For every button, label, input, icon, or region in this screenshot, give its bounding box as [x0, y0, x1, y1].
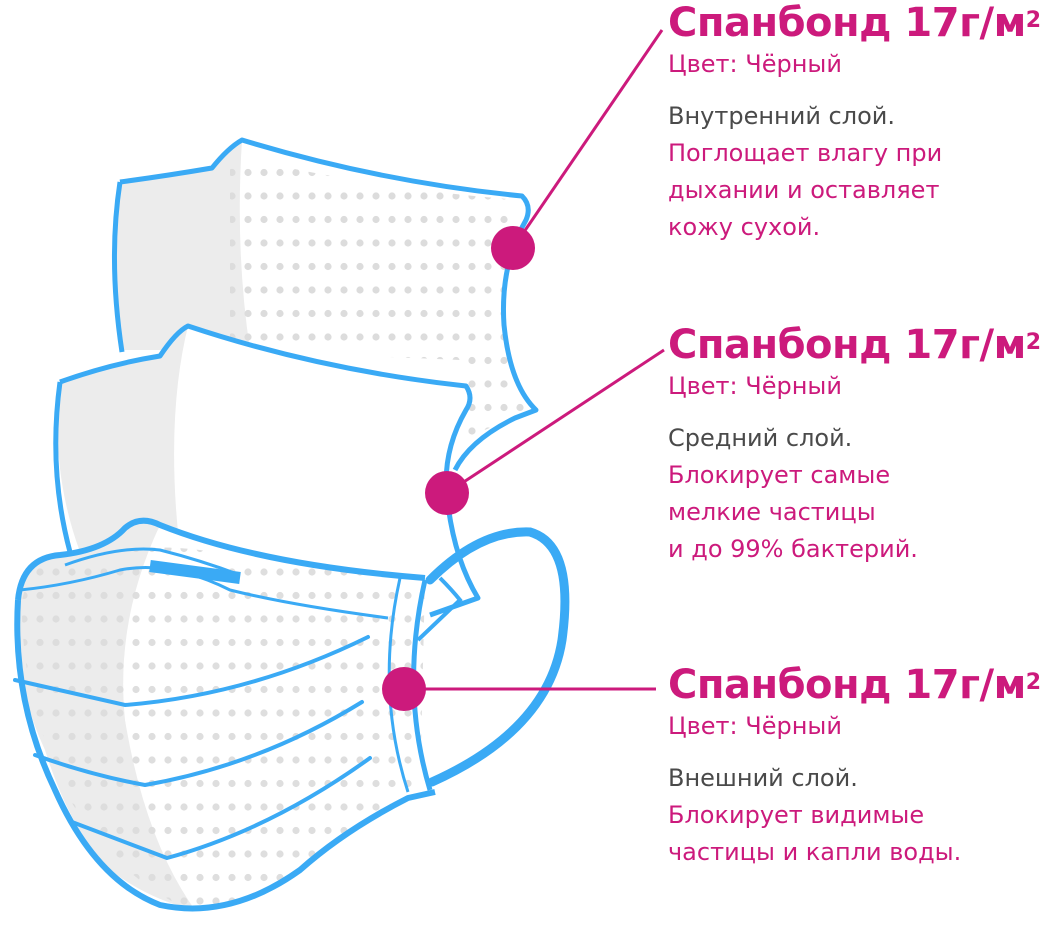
material-name: Спанбонд 17г/м — [668, 322, 1026, 368]
layer-desc-line: Блокирует видимые — [668, 801, 925, 829]
color-label: Цвет: Чёрный — [668, 372, 842, 400]
callout-outer — [382, 667, 656, 711]
layer-name: Внутренний слой. — [668, 102, 895, 130]
color-label: Цвет: Чёрный — [668, 712, 842, 740]
material-title: Спанбонд 17г/м2 — [668, 662, 1041, 708]
material-name: Спанбонд 17г/м — [668, 662, 1026, 708]
material-name: Спанбонд 17г/м — [668, 0, 1026, 46]
color-label: Цвет: Чёрный — [668, 50, 842, 78]
unit-superscript: 2 — [1025, 670, 1041, 695]
layer-desc-line: Блокирует самые — [668, 461, 891, 489]
layer-desc-line: частицы и капли воды. — [668, 838, 962, 866]
callout-middle — [425, 348, 665, 515]
callout-inner — [491, 29, 664, 270]
outer-layer-shape — [13, 517, 436, 912]
layer-name: Внешний слой. — [668, 764, 858, 792]
layer-desc-line: Поглощает влагу при — [668, 139, 943, 167]
inner-layer-shape — [111, 137, 539, 472]
material-title: Спанбонд 17г/м2 — [668, 0, 1041, 46]
layer-info-middle: Спанбонд 17г/м2 Цвет: Чёрный Средний сло… — [668, 322, 1041, 568]
unit-superscript: 2 — [1025, 8, 1041, 33]
layer-desc-line: и до 99% бактерий. — [668, 535, 918, 563]
layer-info-inner: Спанбонд 17г/м2 Цвет: Чёрный Внутренний … — [668, 0, 1041, 246]
material-title: Спанбонд 17г/м2 — [668, 322, 1041, 368]
layer-desc-line: кожу сухой. — [668, 213, 821, 241]
layer-desc-line: мелкие частицы — [668, 498, 876, 526]
unit-superscript: 2 — [1025, 330, 1041, 355]
layer-desc-line: дыхании и оставляет — [668, 176, 940, 204]
layer-name: Средний слой. — [668, 424, 853, 452]
layer-info-outer: Спанбонд 17г/м2 Цвет: Чёрный Внешний сло… — [668, 662, 1041, 871]
ear-loop — [425, 527, 570, 787]
